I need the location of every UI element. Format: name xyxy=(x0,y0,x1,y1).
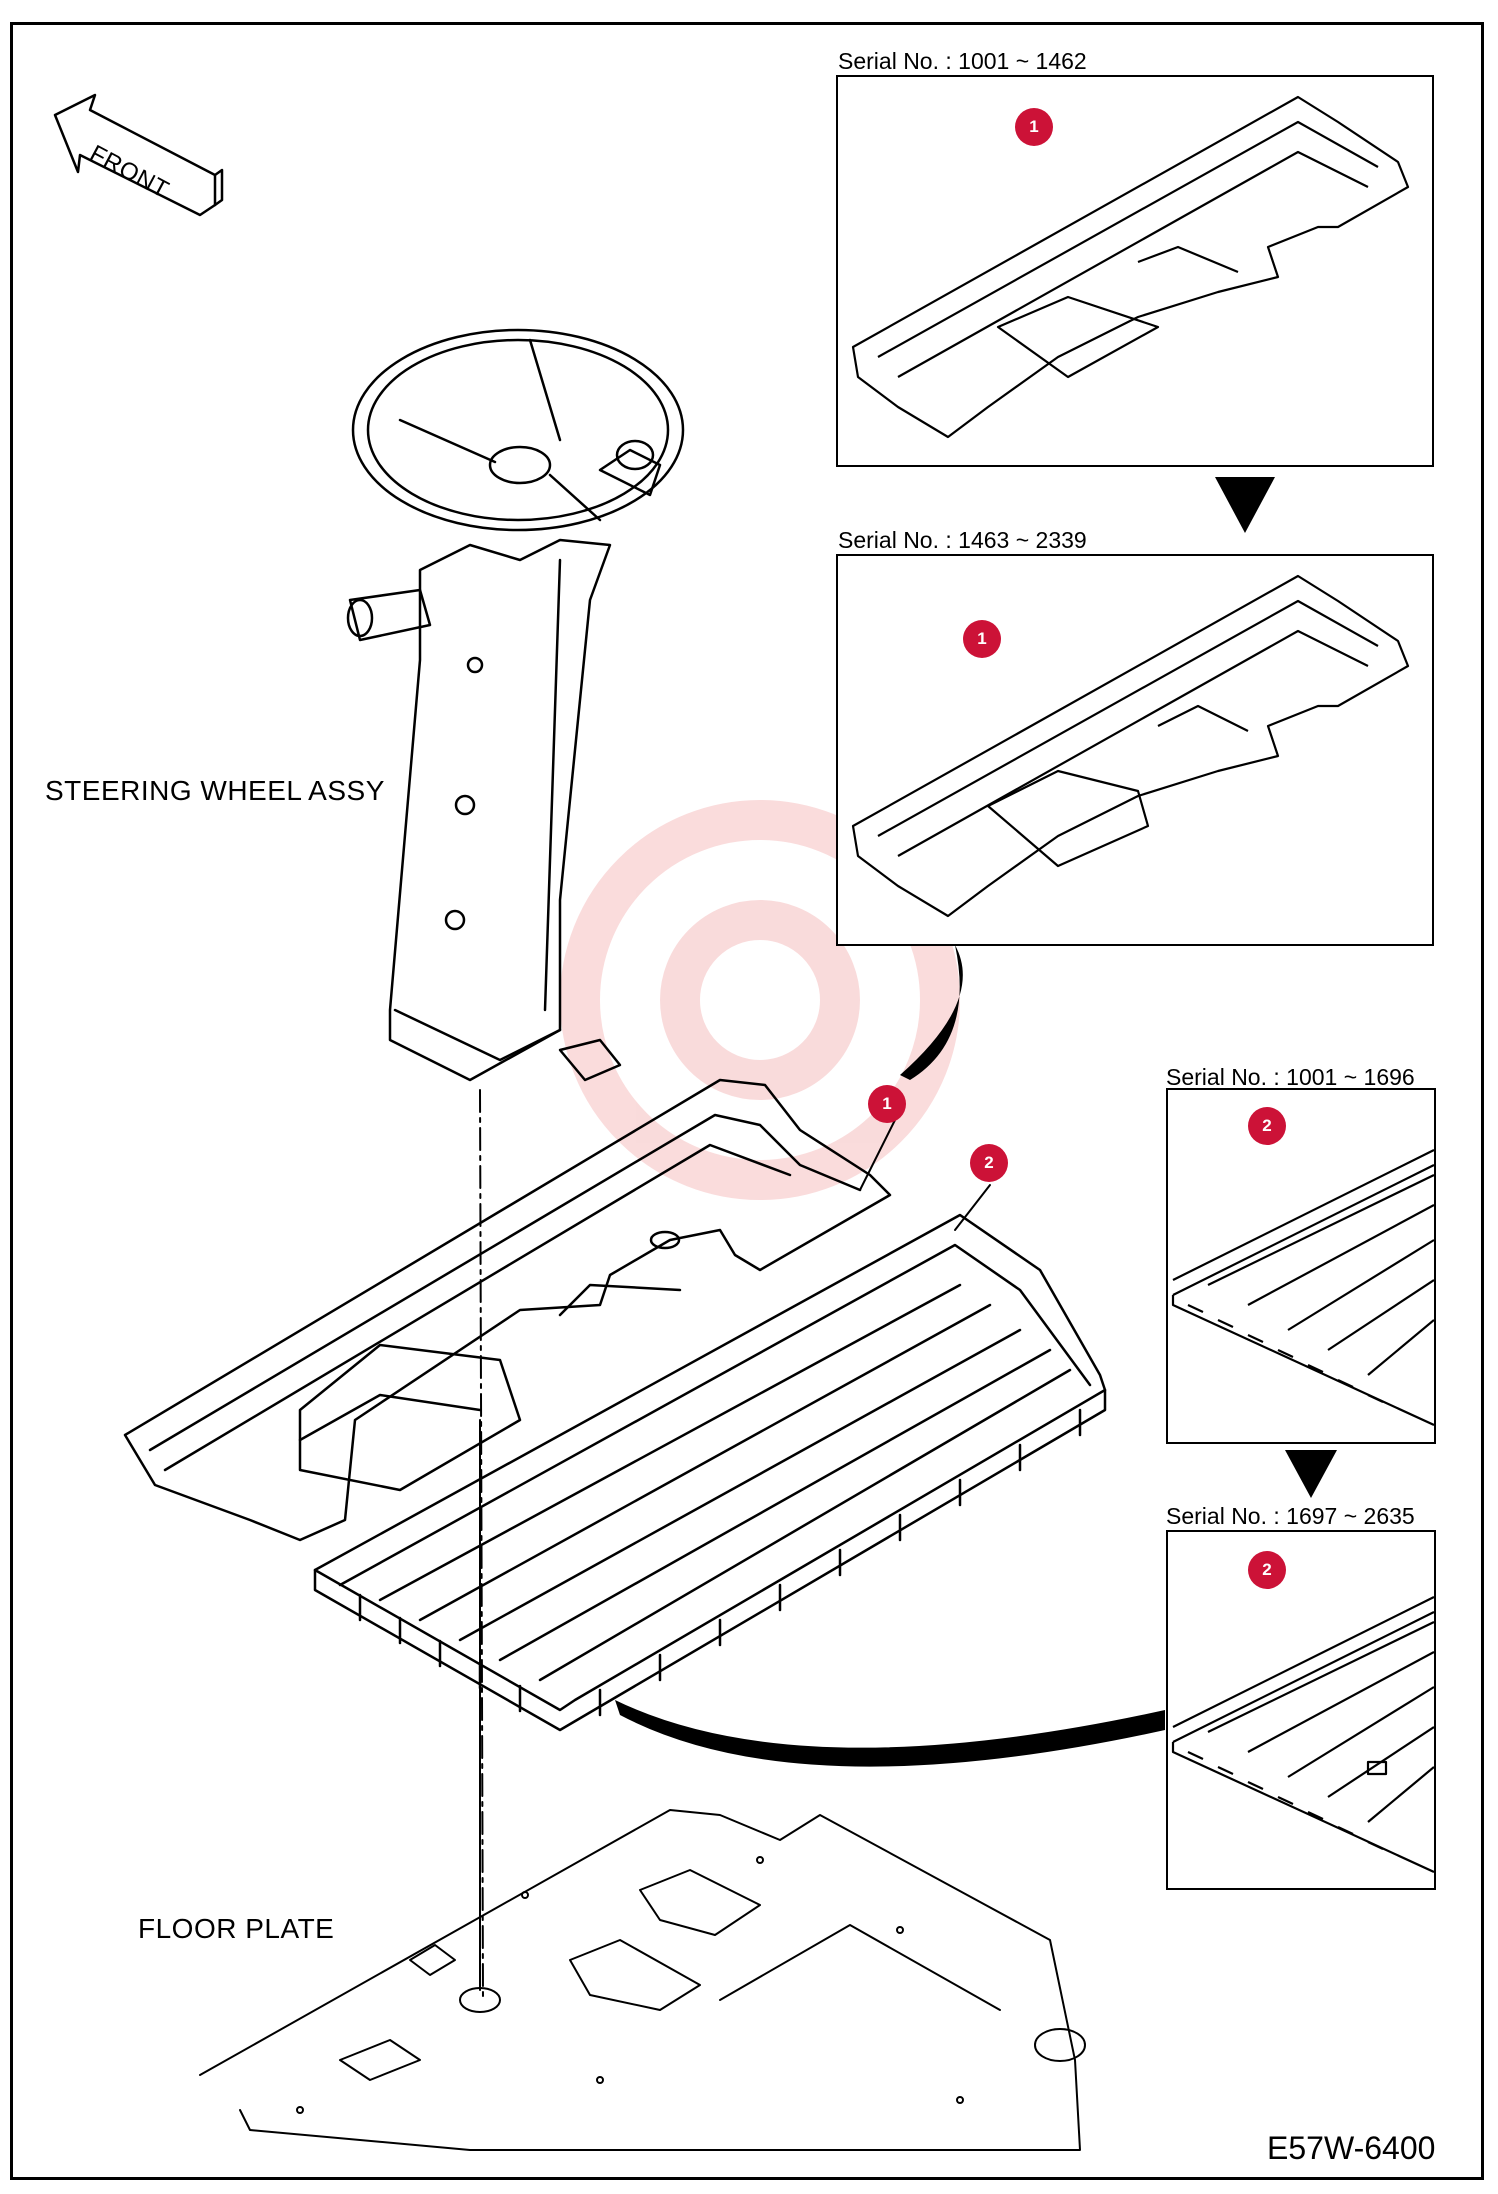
callout-badge-2-box4: 2 xyxy=(1248,1551,1286,1589)
callout-badge-1-box2: 1 xyxy=(963,620,1001,658)
floor-plate-label: FLOOR PLATE xyxy=(138,1913,335,1944)
watermark-gear-icon xyxy=(560,800,960,1200)
callout-badge-2: 2 xyxy=(970,1144,1008,1182)
callout-badge-2-box3: 2 xyxy=(1248,1107,1286,1145)
front-arrow-icon xyxy=(53,93,224,217)
leader-lines xyxy=(859,1119,991,1231)
detail-box-cover-early xyxy=(836,75,1434,467)
steering-wheel-icon xyxy=(351,328,685,532)
detail-box-mat-early xyxy=(1166,1088,1436,1444)
floor-mat-part-2 xyxy=(313,1213,1107,1732)
detail-box-cover-late xyxy=(836,554,1434,946)
serial-label-4: Serial No. : 1697 ~ 2635 xyxy=(1166,1503,1415,1529)
floor-plate-icon xyxy=(199,1809,1086,2151)
drawing-code: E57W-6400 xyxy=(1267,2130,1436,2166)
serial-label-2: Serial No. : 1463 ~ 2339 xyxy=(838,527,1087,553)
steering-wheel-assy-label: STEERING WHEEL ASSY xyxy=(45,775,385,806)
detail-box-mat-late xyxy=(1166,1530,1436,1890)
down-arrow-icon-2 xyxy=(1285,1450,1337,1498)
connector-curve-1 xyxy=(900,945,963,1080)
steering-column-icon xyxy=(346,538,622,1082)
serial-label-3: Serial No. : 1001 ~ 1696 xyxy=(1166,1064,1415,1090)
callout-badge-1-box1: 1 xyxy=(1015,108,1053,146)
serial-label-1: Serial No. : 1001 ~ 1462 xyxy=(838,48,1087,74)
connector-curve-2 xyxy=(615,1700,1165,1767)
drawing-frame xyxy=(10,22,1484,2180)
upper-cover-part-1 xyxy=(123,1078,892,1542)
callout-badge-1: 1 xyxy=(868,1085,906,1123)
down-arrow-icon-1 xyxy=(1215,477,1275,533)
